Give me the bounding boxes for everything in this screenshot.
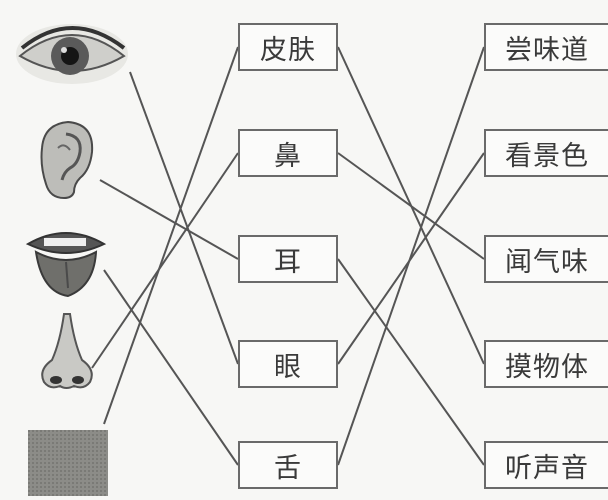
connector-nose-to-nose <box>91 152 239 369</box>
connector-ear-to-ear <box>99 179 239 260</box>
nose-icon <box>36 312 98 396</box>
organ-box-ear[interactable]: 耳 <box>238 235 338 283</box>
connector-eye-to-eye <box>129 71 239 365</box>
organ-box-nose[interactable]: 鼻 <box>238 129 338 177</box>
organ-label: 皮肤 <box>260 34 316 66</box>
function-label: 听声音 <box>505 452 589 484</box>
skin-patch-icon <box>28 430 108 500</box>
function-box-touch[interactable]: 摸物体 <box>484 340 608 388</box>
function-label: 看景色 <box>505 140 589 172</box>
eye-icon <box>14 20 130 92</box>
connector-tongue-to-taste <box>337 46 485 466</box>
organ-label: 舌 <box>274 452 302 484</box>
ear-icon <box>34 118 98 204</box>
organ-label: 耳 <box>274 246 302 278</box>
organ-label: 眼 <box>274 351 302 383</box>
function-label: 尝味道 <box>505 34 589 66</box>
connector-skin-to-skin <box>103 46 239 425</box>
organ-box-tongue[interactable]: 舌 <box>238 441 338 489</box>
connector-ear-to-hear <box>337 258 485 466</box>
function-box-taste[interactable]: 尝味道 <box>484 23 608 71</box>
organ-box-eye[interactable]: 眼 <box>238 340 338 388</box>
function-box-see[interactable]: 看景色 <box>484 129 608 177</box>
connector-nose-to-smell <box>337 152 485 260</box>
organ-label: 鼻 <box>274 140 302 172</box>
function-label: 摸物体 <box>505 351 589 383</box>
function-box-hear[interactable]: 听声音 <box>484 441 608 489</box>
function-label: 闻气味 <box>505 246 589 278</box>
function-box-smell[interactable]: 闻气味 <box>484 235 608 283</box>
connector-mouth-to-tongue <box>103 269 239 466</box>
organ-box-skin[interactable]: 皮肤 <box>238 23 338 71</box>
mouth-tongue-icon <box>24 222 108 304</box>
